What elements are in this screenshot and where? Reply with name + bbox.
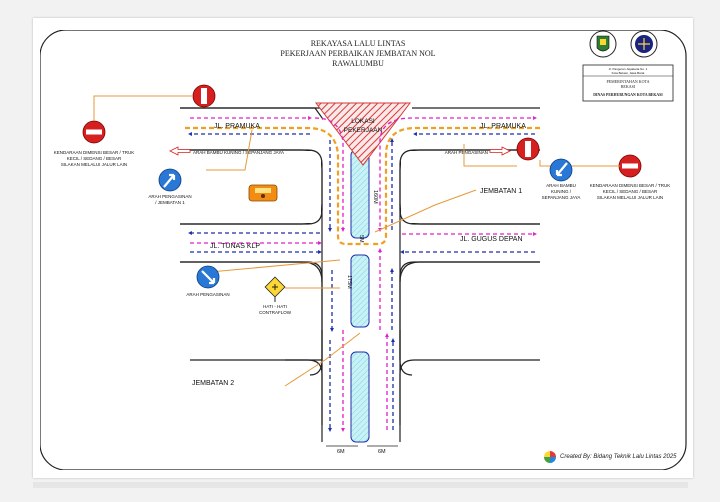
regional-seal-icon [589, 30, 617, 58]
header-gov-2: BEKASI [621, 84, 636, 89]
no-entry-icon [618, 154, 642, 178]
header-dept: DINAS PERHUBUNGAN KOTA BEKASI [593, 93, 663, 97]
label-hati-hati-2: CONTRAFLOW [259, 310, 292, 315]
left-vehicle-note-3: SILAKAN MELALUI JALUR LAIN [61, 162, 127, 167]
label-jembatan-1: JEMBATAN 1 [480, 188, 522, 195]
keep-direction-icon [549, 158, 573, 182]
detour-routes [185, 126, 540, 246]
label-bambu-right-3: SEPANJANG JAYA [542, 195, 581, 200]
left-vehicle-note-2: KECIL / SEDANG / BESAR [67, 156, 122, 161]
label-bambu-right-1: ARAH BAMBU [546, 183, 576, 188]
median-jembatan-1-upper [350, 149, 370, 239]
leader-lines [93, 95, 620, 387]
label-bambu-right-2: KUNING / [551, 189, 572, 194]
bottom-scrollbar[interactable] [33, 482, 688, 488]
work-zone-label-1: LOKASI [351, 118, 375, 125]
right-vehicle-note-2: KECIL / SEDANG / BESAR [603, 189, 658, 194]
header-box: Jl. Pangeran Jayakarta No. 1 Kota Bekasi… [582, 64, 674, 102]
lantern-barrier-icon [248, 184, 278, 202]
median-jembatan-2 [350, 351, 370, 443]
caution-sign-icon [264, 276, 286, 302]
keep-direction-icon [158, 168, 182, 192]
credit-logo-icon [544, 451, 556, 463]
label-jembatan-2: JEMBATAN 2 [192, 380, 234, 387]
right-vehicle-note-3: SILAKAN MELALUI JALUR LAIN [597, 195, 663, 200]
header-address-1: Jl. Pangeran Jayakarta No. 1 [609, 67, 648, 71]
title-line-2: PEKERJAAN PERBAIKAN JEMBATAN NOL [280, 49, 435, 58]
left-vehicle-note-1: KENDARAAN DIMENSI BESAR / TRUK [54, 150, 134, 155]
arrow-left-icon [169, 146, 191, 156]
label-pengasinan-left: ARAH PENGASINAN [186, 292, 229, 297]
header-gov-1: PEMERINTAHAN KOTA [606, 79, 649, 84]
dim-175m: 175M [346, 275, 352, 289]
dim-6m-a: 6M [337, 449, 345, 455]
work-zone: LOKASI PEKERJAAN [314, 102, 412, 166]
label-bambu-top: ARAH BAMBU KUNING / SEPANJANG JAYA [193, 150, 284, 155]
no-entry-no-right-turn-icon [516, 137, 540, 161]
no-entry-no-right-turn-icon [192, 84, 216, 108]
road-tunas: JL. TUNAS KLP [210, 243, 260, 250]
header-address-2: Kota Bekasi, Jawa Barat [612, 71, 645, 75]
right-vehicle-note-1: KENDARAAN DIMENSI BESAR / TRUK [590, 183, 670, 188]
dishub-logo-icon [630, 30, 658, 58]
dim-6m-b: 6M [378, 449, 386, 455]
label-pengasinan-j1-2: / JEMBATAN 1 [155, 200, 185, 205]
label-pengasinan-top: ARAH PENGASINAN [445, 150, 488, 155]
keep-direction-icon [196, 265, 220, 289]
title-line-3: RAWALUMBU [332, 59, 384, 68]
blue-flows [188, 132, 535, 432]
road-pramuka-left: JL. PRAMUKA [214, 123, 260, 130]
median-jembatan-1-lower [350, 254, 370, 328]
title-line-1: REKAYASA LALU LINTAS [311, 39, 406, 48]
label-pengasinan-j1-1: ARAH PENGASINAN [148, 194, 191, 199]
traffic-diagram: LOKASI PEKERJAAN REKAYASA LALU LINTAS PE… [40, 30, 687, 470]
road-pramuka-right: JL. PRAMUKA [480, 123, 526, 130]
credit-text: Created By: Bidang Teknik Lalu Lintas 20… [560, 454, 677, 460]
road-gugus: JL. GUGUS DEPAN [460, 236, 523, 243]
work-zone-label-2: PEKERJAAN [344, 127, 383, 134]
no-entry-icon [82, 120, 106, 144]
dim-5m: 5M [358, 235, 364, 243]
dim-160m: 160M [372, 190, 378, 204]
arrow-right-icon [489, 146, 511, 156]
label-hati-hati-1: HATI - HATI [263, 304, 287, 309]
